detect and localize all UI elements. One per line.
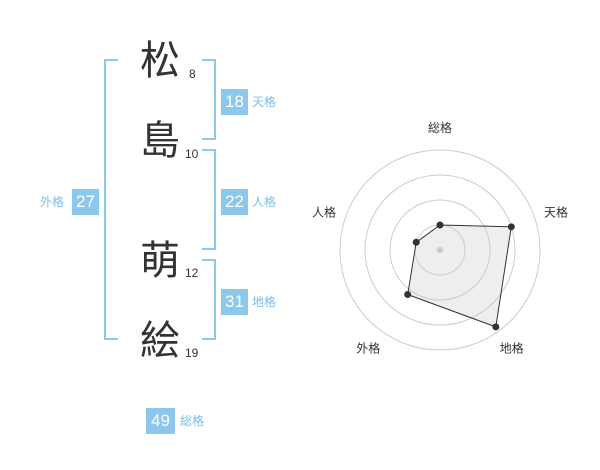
jinkaku-value: 22 (221, 189, 248, 215)
name-char-1: 松 (140, 38, 180, 84)
chikaku-label: 地格 (252, 295, 277, 309)
radar-point-5 (412, 238, 420, 246)
stroke-count-4: 19 (185, 346, 199, 360)
radar-ring-4 (339, 149, 541, 351)
chikaku-bracket (202, 259, 216, 340)
radar-axis-label-4: 外格 (356, 341, 380, 356)
radar-axis-label-5: 人格 (312, 204, 336, 219)
gaikaku-label: 外格 (40, 195, 65, 209)
name-char-3: 萌 (140, 238, 180, 284)
chikaku-value: 31 (221, 289, 248, 315)
jinkaku-bracket (202, 149, 216, 250)
gaikaku-bracket (104, 59, 118, 340)
radar-center-dot (437, 247, 443, 253)
stroke-count-2: 10 (185, 147, 199, 161)
radar-ring-3 (364, 174, 516, 326)
radar-axis-label-2: 天格 (544, 204, 568, 219)
name-char-4: 絵 (140, 318, 180, 364)
radar-point-2 (507, 223, 515, 231)
stroke-count-3: 12 (185, 266, 199, 280)
radar-point-3 (492, 323, 500, 331)
radar-point-4 (404, 290, 412, 298)
radar-value-polygon (407, 224, 512, 328)
radar-axis-label-1: 総格 (428, 120, 452, 135)
soukaku-label: 総格 (180, 414, 205, 428)
tenkaku-bracket (202, 59, 216, 140)
stroke-count-1: 8 (189, 67, 196, 81)
soukaku-value: 49 (146, 408, 175, 434)
name-char-2: 島 (140, 118, 180, 164)
gaikaku-value: 27 (72, 189, 99, 215)
tenkaku-value: 18 (221, 89, 248, 115)
tenkaku-label: 天格 (252, 95, 277, 109)
radar-axis-label-3: 地格 (500, 341, 524, 356)
jinkaku-label: 人格 (252, 195, 277, 209)
radar-ring-2 (389, 199, 491, 301)
radar-point-1 (436, 221, 444, 229)
